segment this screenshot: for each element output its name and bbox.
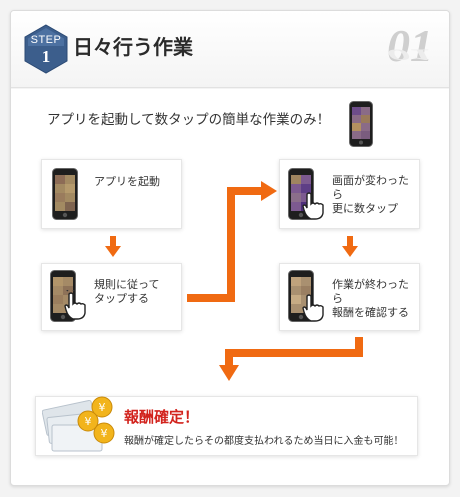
page-title: 日々行う作業 [73,35,193,59]
svg-text:¥: ¥ [85,415,92,428]
reward-title: 報酬確定！ [124,408,200,426]
step-text-line: 更に数タップ [332,202,398,215]
section-number-reflection: 01 [387,46,433,65]
step-text-line: 規則に従って [94,278,160,291]
arrow-down-left-icon [219,337,363,381]
header [11,11,449,89]
reward-card: ¥ ¥ ¥ 報酬確定！ 報酬が確定したらその都度支払われるため当日に入金も可能！ [35,396,418,456]
intro-text: アプリを起動して数タップの簡単な作業のみ！ [47,112,331,128]
step-text-line: 画面が変わったら [332,174,409,201]
step-label: STEP [30,34,62,46]
smartphone-icon [349,101,373,147]
reward-description: 報酬が確定したらその都度支払われるため当日に入金も可能！ [124,436,404,447]
step-card-tap: 規則に従って タップする [41,263,182,331]
step-card-launch-app: アプリを起動 [41,159,182,229]
step-card-check-reward: 作業が終わったら 報酬を確認する [279,263,420,331]
arrow-down-icon [105,236,121,257]
step-text: アプリを起動 [94,175,160,188]
header-divider [11,87,449,88]
step-text: 画面が変わったら 更に数タップ [332,174,419,216]
step-text: 規則に従って タップする [94,278,159,306]
svg-text:¥: ¥ [101,427,108,440]
step-text: 作業が終わったら 報酬を確認する [332,278,419,320]
tapping-hand-icon [64,290,86,320]
step-number: 1 [41,47,51,66]
how-it-works-panel: STEP 1 日々行う作業 01 01 アプリを起動して数タップの簡単な作業のみ… [10,10,450,486]
arrow-down-icon [342,236,358,257]
smartphone-icon [52,168,78,220]
svg-text:¥: ¥ [99,401,106,414]
yen-bills-coins-icon: ¥ ¥ ¥ [42,396,115,452]
step-text-line: 報酬を確認する [332,306,409,319]
tapping-hand-icon [302,294,324,322]
tapping-hand-icon [302,192,324,220]
step-badge: STEP 1 [24,24,68,74]
step-text-line: 作業が終わったら [332,278,409,305]
arrow-right-icon [187,181,277,302]
section-number: 01 [387,20,433,71]
step-card-more-taps: 画面が変わったら 更に数タップ [279,159,420,229]
hexagon-badge-icon [24,24,68,74]
step-text-line: タップする [94,292,149,305]
